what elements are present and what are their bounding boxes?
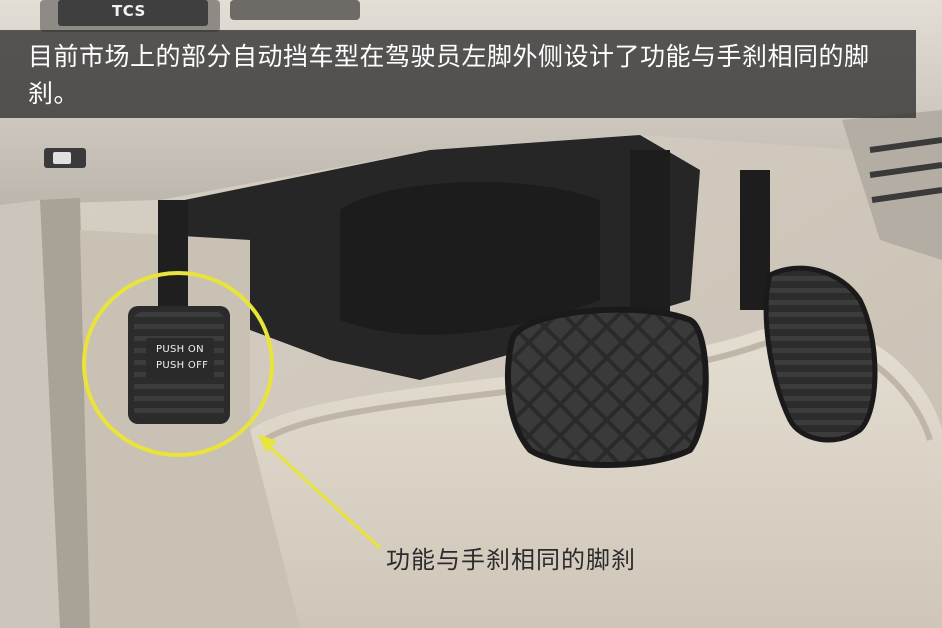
pedal-label-push-off: PUSH OFF <box>156 360 209 371</box>
dashboard-button-label: TCS <box>112 2 146 20</box>
pedal-label-push-on: PUSH ON <box>156 344 204 355</box>
caption-band <box>0 30 916 118</box>
callout-label: 功能与手刹相同的脚刹 <box>386 546 636 574</box>
caption-text: 目前市场上的部分自动挡车型在驾驶员左脚外侧设计了功能与手刹相同的脚刹。 <box>28 42 870 108</box>
callout-arrowhead <box>258 434 277 452</box>
callout-arrow <box>260 438 382 550</box>
highlight-circle <box>82 271 274 457</box>
